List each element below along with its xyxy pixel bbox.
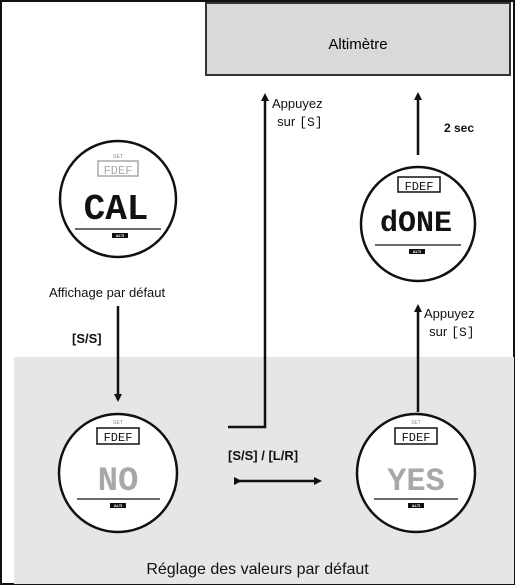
watch-yes-alti-badge xyxy=(408,503,424,508)
watch-cal-alti: ALTI xyxy=(116,233,125,238)
press-s-right-line2: sur[S] xyxy=(424,323,475,342)
watch-no-header: FDEF xyxy=(104,431,133,445)
watch-no-face xyxy=(57,412,179,534)
arrow-no-to-altimeter xyxy=(228,93,269,429)
press-s-top-label: Appuyez sur[S] xyxy=(272,95,323,132)
watch-done-alti: ALTI xyxy=(413,249,422,254)
footer-label: Réglage des valeurs par défaut xyxy=(146,561,369,578)
ss-lr-key-label: [S/S] / [L/R] xyxy=(228,448,299,463)
watch-cal-set: SET xyxy=(113,154,123,160)
altimeter-label: Altimètre xyxy=(328,36,387,53)
watch-done-face xyxy=(359,165,477,283)
press-s-top-sur: sur xyxy=(277,114,296,129)
watch-cal: SET FDEF CAL ALTI xyxy=(58,139,178,259)
watch-no-header-box xyxy=(96,427,140,445)
watch-yes: SET FDEF YES ALTI xyxy=(355,412,477,534)
altimeter-box xyxy=(205,2,511,76)
watch-yes-header-box xyxy=(394,427,438,445)
watch-yes-set: SET xyxy=(411,420,421,426)
watch-done-main: dONE xyxy=(380,207,452,241)
press-s-top-line1: Appuyez xyxy=(272,96,323,111)
press-s-top-key: [S] xyxy=(299,115,323,130)
watch-cal-alti-badge xyxy=(112,233,128,238)
watch-yes-alti: ALTI xyxy=(412,503,421,508)
press-s-top-line2: sur[S] xyxy=(272,113,323,132)
ss-key-label: [S/S] xyxy=(72,331,102,346)
watch-cal-header-box xyxy=(97,160,139,177)
watch-no-set: SET xyxy=(113,420,123,426)
watch-done-header-box xyxy=(397,176,441,193)
watch-done: FDEF dONE ALTI xyxy=(359,165,477,283)
press-s-right-label: Appuyez sur[S] xyxy=(424,305,475,342)
watch-no: SET FDEF NO ALTI xyxy=(57,412,179,534)
watch-no-alti-badge xyxy=(110,503,126,508)
watch-cal-header: FDEF xyxy=(104,164,133,178)
watch-yes-main: YES xyxy=(387,463,445,500)
press-s-right-key: [S] xyxy=(451,325,475,340)
press-s-right-sur: sur xyxy=(429,324,448,339)
watch-yes-header: FDEF xyxy=(402,431,431,445)
watch-yes-face xyxy=(355,412,477,534)
watch-cal-face xyxy=(58,139,178,259)
watch-done-header: FDEF xyxy=(405,180,434,194)
watch-no-alti: ALTI xyxy=(114,503,123,508)
default-display-label: Affichage par défaut xyxy=(49,285,166,300)
watch-no-main: NO xyxy=(98,463,139,501)
two-sec-label: 2 sec xyxy=(444,121,475,135)
watch-done-alti-badge xyxy=(409,249,425,254)
press-s-right-line1: Appuyez xyxy=(424,306,475,321)
watch-cal-main: CAL xyxy=(84,189,149,230)
